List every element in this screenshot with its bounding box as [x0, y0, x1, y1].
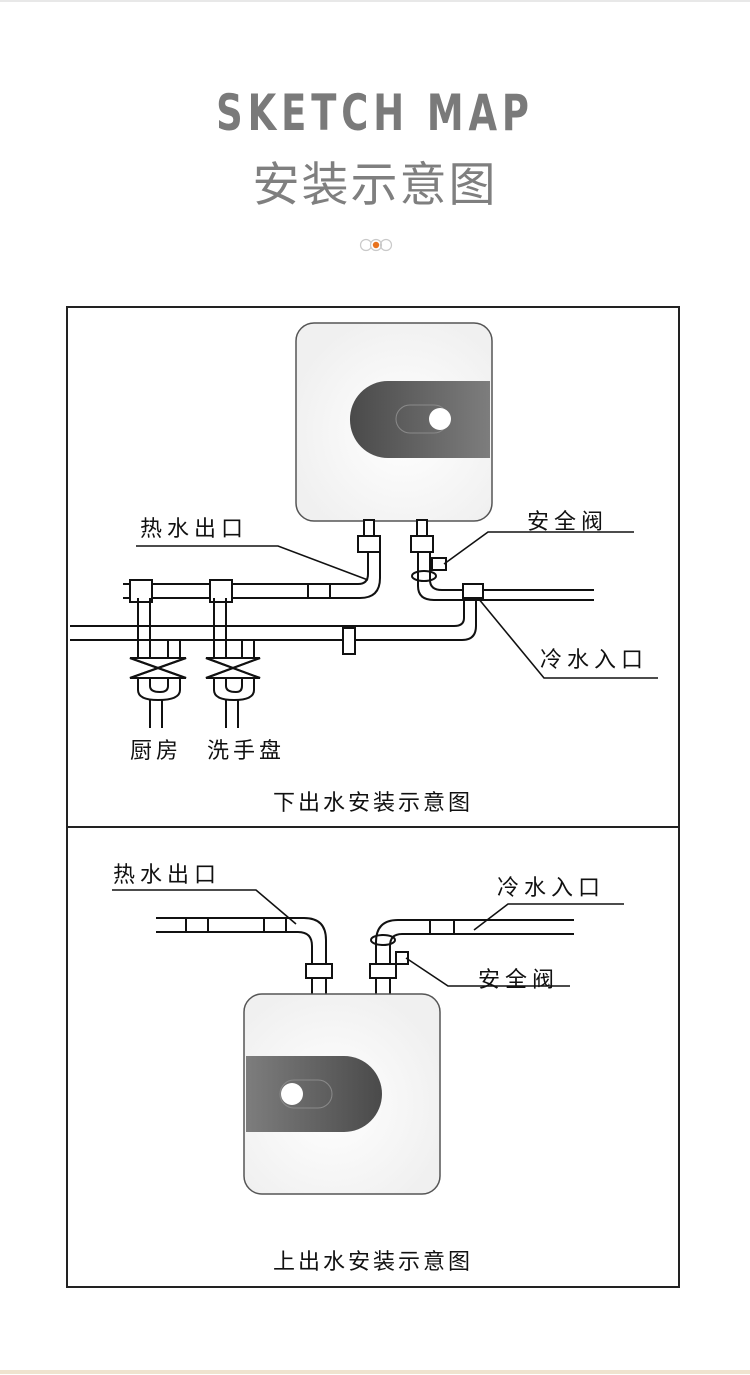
heater-pipe-stubs-top	[305, 963, 397, 997]
water-heater-icon-top	[243, 993, 441, 1195]
hot-water-pipe-top	[156, 917, 327, 966]
caption-top-outlet: 上出水安装示意图	[272, 1250, 473, 1275]
label-safety-valve-bottom: 安全阀	[527, 510, 609, 535]
label-cold-water-inlet-bottom: 冷水入口	[540, 648, 649, 673]
label-leader-lines-top	[112, 889, 624, 987]
label-safety-valve-top: 安全阀	[478, 968, 560, 993]
hot-water-pipe	[123, 552, 381, 603]
label-hot-water-outlet-top: 热水出口	[113, 863, 222, 888]
label-kitchen: 厨房	[130, 739, 183, 764]
label-washbasin: 洗手盘	[207, 739, 286, 764]
water-heater-icon	[295, 322, 493, 522]
panel-divider	[66, 826, 679, 828]
bottom-outlet-diagram	[70, 322, 658, 728]
top-outlet-diagram	[112, 889, 624, 1195]
label-cold-water-inlet-top: 冷水入口	[497, 876, 606, 901]
safety-valve-icon	[411, 557, 447, 582]
diagram-frame	[66, 306, 680, 1288]
safety-valve-icon-top	[370, 934, 409, 965]
faucet-icons	[129, 598, 261, 728]
label-leader-lines	[136, 531, 658, 679]
decorative-dots-icon	[359, 238, 393, 252]
caption-bottom-outlet: 下出水安装示意图	[272, 791, 473, 816]
page-title-chinese: 安装示意图	[252, 158, 498, 213]
page-title-english: SKETCH MAP	[216, 84, 534, 142]
bottom-border	[0, 1370, 750, 1374]
heater-pipe-stubs	[357, 519, 434, 553]
top-border	[0, 0, 750, 2]
label-hot-water-outlet-bottom: 热水出口	[140, 517, 249, 542]
cold-water-pipe	[70, 552, 594, 655]
